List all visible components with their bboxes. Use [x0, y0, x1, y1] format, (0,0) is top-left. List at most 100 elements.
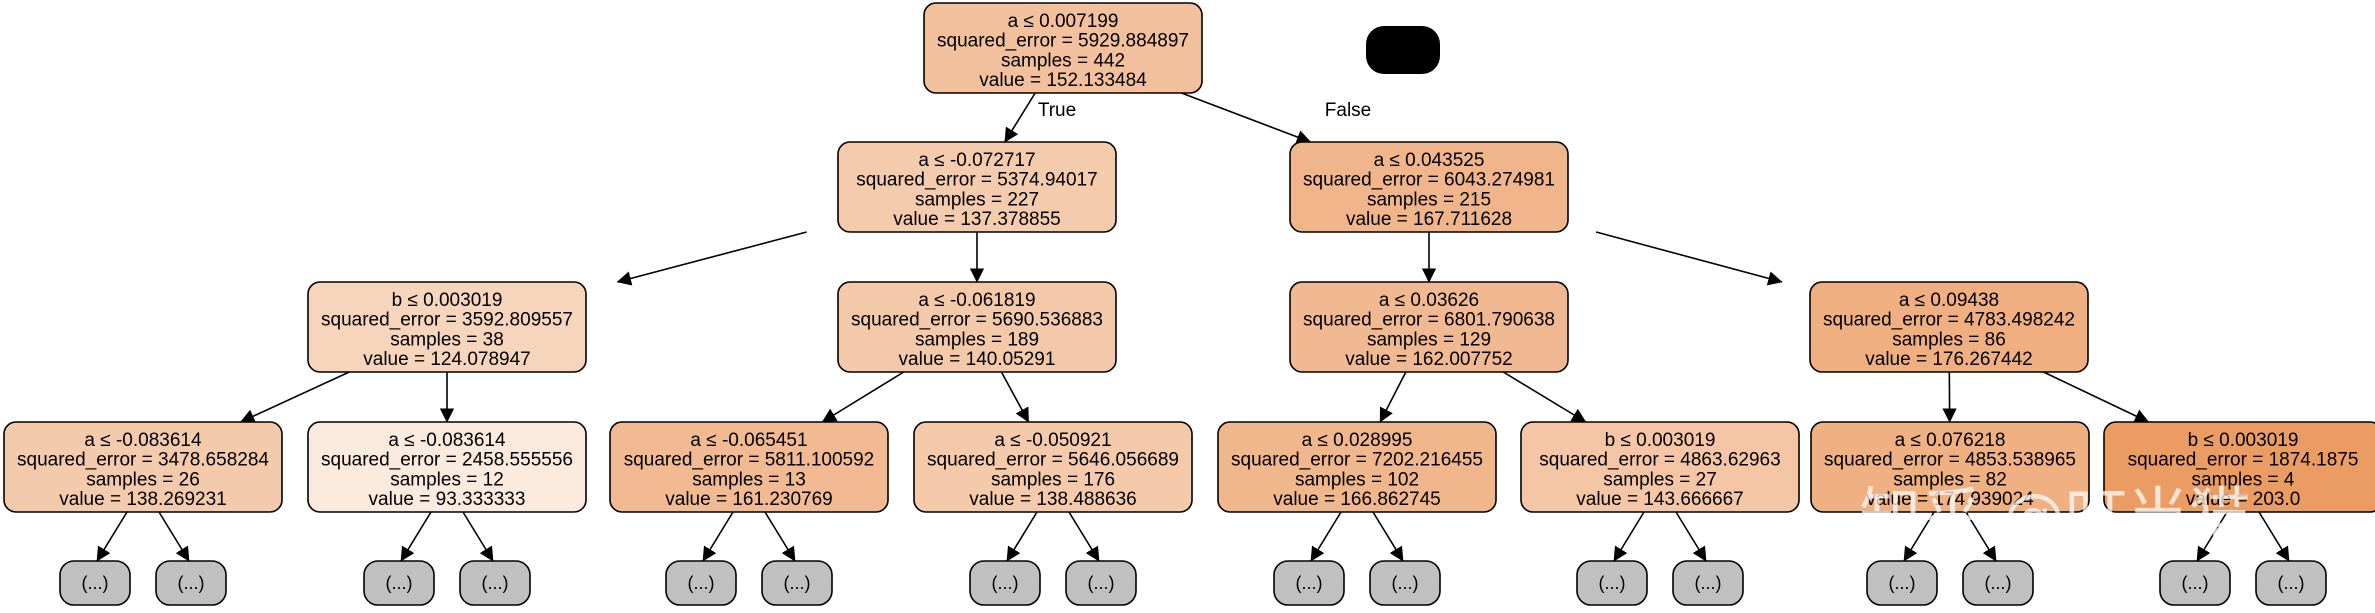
- false-edge-label: False: [1325, 100, 1371, 121]
- truncated-node-label: (...): [1088, 573, 1115, 593]
- tree-node-line: samples = 86: [1892, 329, 2006, 350]
- truncated-node-box: [761, 560, 833, 606]
- redaction-box: [1366, 26, 1440, 74]
- tree-edge: [240, 371, 350, 423]
- tree-node-line: value = 176.267442: [1865, 349, 2032, 370]
- tree-node-box: [1289, 281, 1569, 373]
- truncated-node-label: (...): [1296, 573, 1323, 593]
- tree-node-line: squared_error = 4853.538965: [1824, 450, 2076, 471]
- tree-node-line: a ≤ -0.083614: [388, 430, 506, 451]
- truncated-node-box: [155, 560, 227, 606]
- tree-node-line: a ≤ 0.03626: [1379, 290, 1479, 311]
- tree-node-line: samples = 13: [692, 469, 806, 490]
- tree-node-line: a ≤ -0.061819: [918, 290, 1035, 311]
- tree-node-line: samples = 38: [390, 329, 504, 350]
- tree-node-line: squared_error = 5929.884897: [937, 31, 1189, 52]
- tree-node-box: [1289, 141, 1569, 233]
- tree-edge: [1613, 511, 1645, 562]
- tree-node-line: value = 143.666667: [1576, 489, 1743, 510]
- tree-edge: [400, 511, 432, 562]
- tree-node-box: [837, 281, 1117, 373]
- tree-node-box: [1809, 281, 2089, 373]
- tree-edge: [1675, 511, 1707, 562]
- tree-node-line: samples = 82: [1893, 469, 2007, 490]
- tree-node-box: [307, 421, 587, 513]
- tree-edge: [1006, 511, 1038, 562]
- tree-node-line: b ≤ 0.003019: [1605, 430, 1716, 451]
- tree-node-line: value = 166.862745: [1273, 489, 1440, 510]
- tree-node-line: value = 161.230769: [665, 489, 832, 510]
- truncated-node-box: [459, 560, 531, 606]
- tree-node-line: squared_error = 1874.1875: [2128, 450, 2359, 471]
- truncated-node-label: (...): [1599, 573, 1626, 593]
- truncated-node-box: [1369, 560, 1441, 606]
- tree-edge: [764, 511, 796, 562]
- tree-node-line: a ≤ -0.050921: [994, 430, 1111, 451]
- tree-node-line: samples = 102: [1295, 469, 1419, 490]
- tree-node-line: samples = 4: [2192, 469, 2295, 490]
- tree-edges: [96, 92, 2290, 562]
- tree-node-line: squared_error = 5646.056689: [927, 450, 1179, 471]
- tree-node-box: [1217, 421, 1497, 513]
- truncated-node-box: [2255, 560, 2327, 606]
- tree-edge: [1372, 511, 1404, 562]
- truncated-node-label: (...): [1985, 573, 2012, 593]
- truncated-node-label: (...): [482, 573, 509, 593]
- tree-node-line: a ≤ 0.028995: [1302, 430, 1413, 451]
- tree-node-line: b ≤ 0.003019: [392, 290, 503, 311]
- tree-node-box: [1810, 421, 2090, 513]
- truncated-node-box: [363, 560, 435, 606]
- tree-node-line: samples = 26: [86, 469, 200, 490]
- truncated-node-label: (...): [2278, 573, 2305, 593]
- tree-node-line: squared_error = 5374.94017: [856, 170, 1097, 191]
- tree-node-box: [609, 421, 889, 513]
- tree-node-line: samples = 189: [915, 329, 1039, 350]
- tree-edge: [2043, 371, 2150, 423]
- tree-edge: [1004, 92, 1036, 143]
- tree-edge: [1502, 371, 1587, 423]
- tree-edge: [1181, 92, 1312, 144]
- truncated-node-box: [1962, 560, 2034, 606]
- tree-node-box: [913, 421, 1193, 513]
- tree-node-line: value = 152.133484: [979, 70, 1147, 91]
- truncated-node-box: [1273, 560, 1345, 606]
- tree-node-line: squared_error = 7202.216455: [1231, 450, 1483, 471]
- tree-node-box: [307, 281, 587, 373]
- tree-node-line: samples = 215: [1367, 189, 1491, 210]
- tree-node-box: [837, 141, 1117, 233]
- truncated-node-label: (...): [1392, 573, 1419, 593]
- tree-node-line: value = 137.378855: [893, 209, 1060, 230]
- truncated-node-box: [969, 560, 1041, 606]
- tree-node-line: squared_error = 3478.658284: [17, 450, 269, 471]
- tree-edge: [96, 511, 128, 562]
- tree-edge: [1965, 511, 1997, 562]
- tree-edge: [462, 511, 494, 562]
- tree-node-line: value = 203.0: [2186, 489, 2301, 510]
- truncated-node-label: (...): [784, 573, 811, 593]
- tree-edge: [702, 511, 734, 562]
- truncated-node-box: [1672, 560, 1744, 606]
- truncated-node-label: (...): [992, 573, 1019, 593]
- tree-node-box: [923, 2, 1203, 94]
- truncated-node-box: [59, 560, 131, 606]
- tree-node-line: squared_error = 2458.555556: [321, 450, 573, 471]
- truncated-subtrees: (...) (...) (...) (...) (...) (...) (...) (...)…: [59, 560, 2327, 606]
- truncated-node-box: [1866, 560, 1938, 606]
- tree-node-line: value = 167.711628: [1346, 209, 1512, 230]
- true-edge-label: True: [1038, 100, 1076, 121]
- tree-edge: [1903, 511, 1935, 562]
- tree-node-line: samples = 176: [991, 469, 1115, 490]
- truncated-node-label: (...): [386, 573, 413, 593]
- tree-edge: [2196, 511, 2228, 562]
